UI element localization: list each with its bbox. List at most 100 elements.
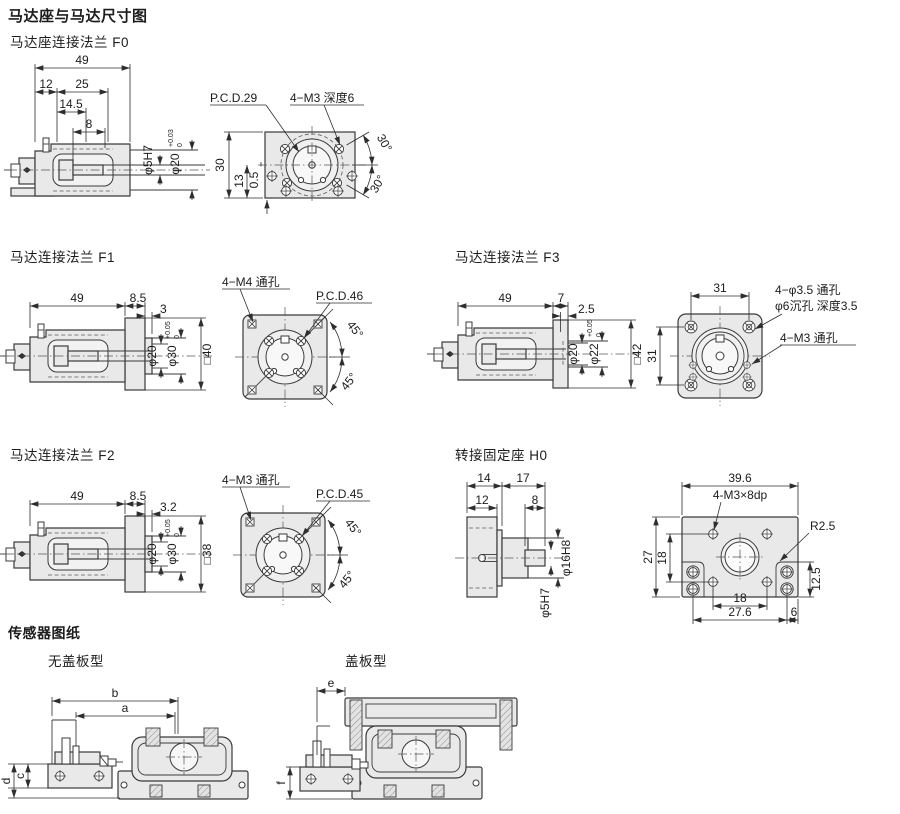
f0-dim-pilot-tol-lower: 0	[177, 143, 184, 147]
h0-note-corner-radius: R2.5	[810, 519, 836, 533]
f0-dim-offset: 13	[232, 174, 246, 188]
sensor-dim-e: e	[328, 676, 335, 690]
f0-note-pcd: P.C.D.29	[210, 91, 257, 105]
f3-note-holes-top: 4−φ3.5 通孔	[775, 283, 840, 297]
h0-dim-block-inner: 12	[475, 493, 489, 507]
f3-dim-pilot-tol-upper: +0.05	[587, 319, 594, 337]
h0-front-view: 39.6 4-M3×8dp R2.5 27 18 12.5 18 27.6	[641, 471, 836, 624]
f2-front-view: 4−M3 通孔 P.C.D.45 45° 45°	[222, 473, 370, 605]
section-label-h0: 转接固定座 H0	[455, 448, 548, 463]
f2-dim-bore: φ20	[145, 543, 159, 564]
label-cover-type: 盖板型	[345, 654, 387, 669]
f1-dim-pilot: φ30	[165, 345, 179, 366]
f1-note-pcd: P.C.D.46	[316, 289, 363, 303]
f1-dim-angle1: 45°	[344, 318, 366, 341]
f1-side-view: 49 8.5 3 □40 φ20 φ30 +0.05 0	[0, 291, 214, 391]
f3-note-holes-top2: φ6沉孔 深度3.5	[775, 298, 858, 313]
f3-dim-pitch-v: 31	[645, 349, 659, 363]
f0-side-view: 49 12 25 14.5 8 φ5H7 φ20 +0.03 0	[3, 53, 210, 200]
f2-note-pcd: P.C.D.45	[316, 487, 363, 501]
h0-dim-edge: 6	[791, 605, 798, 619]
h0-dim-bore-small: φ5H7	[538, 588, 552, 618]
f3-dim-pilot-tol-lower: 0	[596, 333, 603, 337]
f0-dim-mid: 25	[75, 77, 89, 91]
f1-note-holes: 4−M4 通孔	[222, 275, 280, 289]
f0-dim-shaft: φ5H7	[141, 145, 155, 175]
f2-note-holes: 4−M3 通孔	[222, 473, 280, 487]
sensor-drawings: b a c d	[0, 676, 518, 800]
f0-dim-left: 12	[39, 77, 53, 91]
h0-dim-boss: 17	[516, 471, 530, 485]
sensor-cover-view: e f	[274, 676, 518, 800]
h0-dim-pitch-v: 18	[655, 551, 669, 565]
h0-dim-block: 14	[477, 471, 491, 485]
f3-front-view: 31 31 4−φ3.5 通孔 φ6沉孔 深度3.5 4−M3 通孔	[645, 281, 858, 406]
f1-dim-square: □40	[200, 343, 214, 364]
h0-dim-span: 27.6	[728, 605, 752, 619]
sensor-no-cover-view: b a c d	[0, 686, 249, 800]
sensor-dim-f: f	[274, 781, 288, 785]
section-label-f1: 马达连接法兰 F1	[10, 250, 116, 265]
f3-drawing: 49 7 2.5 φ20 φ22 +0.05 0 □	[426, 281, 858, 406]
f3-side-view: 49 7 2.5 φ20 φ22 +0.05 0 □	[426, 291, 644, 389]
f2-dim-pilot-tol-upper: +0.05	[165, 519, 172, 537]
f1-drawing: 49 8.5 3 □40 φ20 φ30 +0.05 0	[0, 275, 372, 432]
f3-note-holes-side: 4−M3 通孔	[780, 331, 838, 345]
sensor-dim-a: a	[122, 701, 129, 715]
f2-dim-square: □38	[200, 543, 214, 564]
f2-dim-width: 49	[70, 489, 84, 503]
f3-dim-pilot: φ22	[587, 343, 601, 364]
f3-dim-flange: 7	[558, 291, 565, 305]
f0-dim-width: 49	[75, 53, 89, 67]
f3-dim-bore: φ20	[566, 343, 580, 364]
h0-drawing: 14 17 12 8 φ16H8 φ5H7	[455, 471, 836, 624]
h0-dim-width: 39.6	[728, 471, 752, 485]
f1-dim-spigot: 3	[160, 302, 167, 316]
section-label-f0: 马达座连接法兰 F0	[10, 35, 130, 50]
f0-dim-inner: 14.5	[59, 97, 83, 111]
sensor-dim-c: c	[13, 773, 27, 779]
f0-drawing: 49 12 25 14.5 8 φ5H7 φ20 +0.03 0	[3, 53, 395, 214]
f2-dim-angle2: 45°	[336, 568, 358, 591]
f0-dim-angle1: 30°	[374, 132, 395, 155]
section-label-sensors: 传感器图纸	[8, 625, 81, 641]
sensor-dim-b: b	[112, 686, 119, 700]
section-label-f3: 马达连接法兰 F3	[455, 250, 561, 265]
f0-front-view: 30 13 0.5 P.C.D.29 4−M3 深度6 30° 30°	[210, 90, 395, 214]
f3-dim-spigot: 2.5	[578, 302, 595, 316]
f3-dim-pitch-h: 31	[713, 281, 727, 295]
f3-dim-square: □42	[630, 343, 644, 364]
f1-dim-pilot-tol-lower: 0	[174, 335, 181, 339]
f2-side-view: 49 8.5 3.2 □38 φ20 φ30 +0.05 0	[0, 489, 214, 593]
f1-dim-bore: φ20	[145, 345, 159, 366]
f2-dim-spigot: 3.2	[160, 500, 177, 514]
f1-dim-flange: 8.5	[130, 291, 147, 305]
f1-dim-width: 49	[70, 291, 84, 305]
f1-dim-angle2: 45°	[338, 370, 360, 393]
h0-dim-bore-large: φ16H8	[559, 539, 573, 576]
f0-dim-pilot: φ20	[168, 153, 182, 174]
f2-dim-pilot: φ30	[165, 543, 179, 564]
sensor-dim-d: d	[0, 778, 13, 785]
h0-side-view: 14 17 12 8 φ16H8 φ5H7	[455, 471, 573, 618]
h0-dim-height: 27	[641, 550, 655, 564]
label-no-cover-type: 无盖板型	[48, 654, 104, 669]
f3-dim-width: 49	[498, 291, 512, 305]
h0-dim-pitch-h: 18	[733, 591, 747, 605]
h0-dim-pad: 12.5	[809, 567, 823, 591]
f2-dim-angle1: 45°	[342, 516, 364, 539]
h0-note-holes: 4-M3×8dp	[713, 488, 768, 502]
f2-dim-flange: 8.5	[130, 489, 147, 503]
f0-dim-height: 30	[213, 158, 227, 172]
f0-dim-step: 0.5	[247, 171, 261, 188]
f2-drawing: 49 8.5 3.2 □38 φ20 φ30 +0.05 0	[0, 473, 370, 633]
f0-dim-pilot-tol-upper: +0.03	[168, 129, 175, 147]
f0-dim-depth: 8	[86, 117, 93, 131]
f2-dim-pilot-tol-lower: 0	[174, 533, 181, 537]
section-label-f2: 马达连接法兰 F2	[10, 448, 116, 463]
f1-front-view: 4−M4 通孔 P.C.D.46 45° 45°	[222, 275, 372, 407]
f0-note-holes: 4−M3 深度6	[290, 90, 355, 105]
page-title: 马达座与马达尺寸图	[8, 8, 148, 25]
f1-dim-pilot-tol-upper: +0.05	[165, 321, 172, 339]
